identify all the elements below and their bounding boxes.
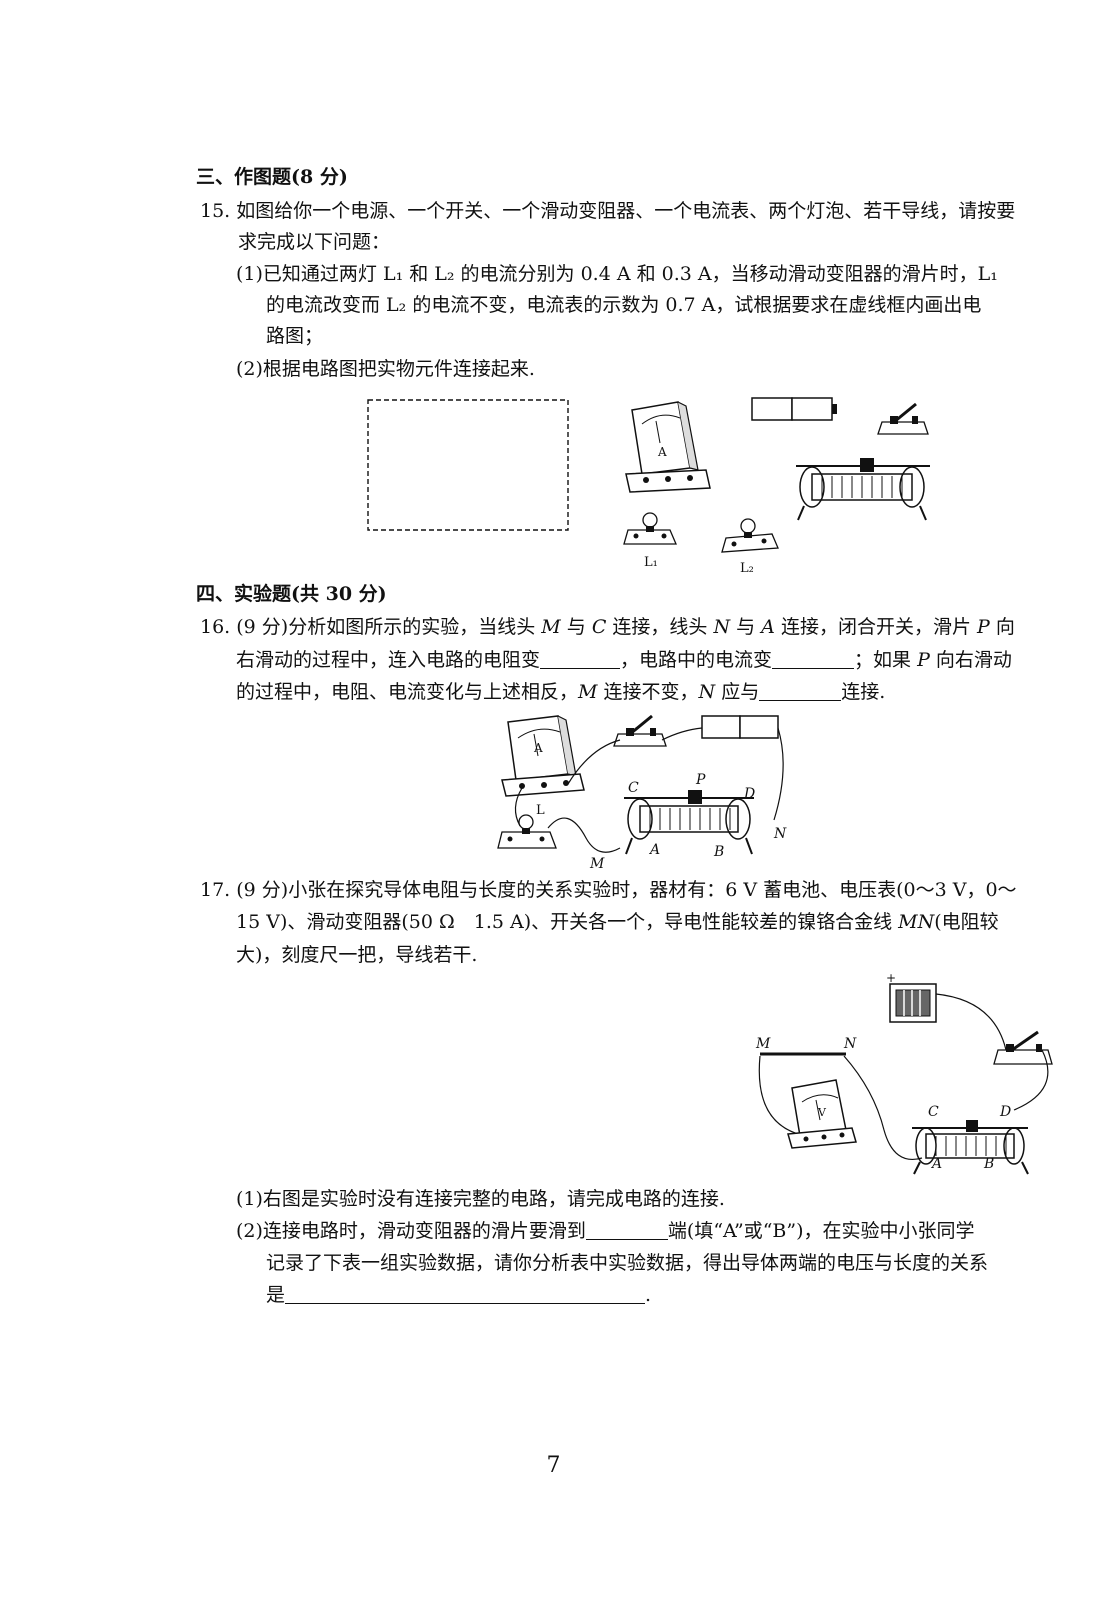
q16-text: 连接，闭合开关，滑片 bbox=[774, 616, 977, 638]
q16-text: 应与 bbox=[715, 681, 760, 703]
q16-figure: A L C P D N M A B bbox=[490, 708, 810, 874]
q16-label-B: B bbox=[713, 844, 724, 860]
q16-text: 与 bbox=[730, 616, 762, 638]
q15-lamp2-label: L₂ bbox=[740, 561, 754, 576]
switch-icon bbox=[613, 714, 667, 747]
q16-text: 16. (9 分)分析如图所示的实验，当线头 bbox=[200, 616, 542, 638]
q16-blank-resistance[interactable] bbox=[540, 650, 621, 669]
q16-text: 向右滑动 bbox=[929, 649, 1012, 671]
lamp-2-icon bbox=[721, 518, 779, 553]
q16-line-3: 的过程中，电阻、电流变化与上述相反，M 连接不变，N 应与 连接. bbox=[236, 680, 885, 704]
q16-text: ；如果 bbox=[854, 649, 918, 671]
q17-label-A: A bbox=[930, 1156, 942, 1172]
q16-label-A: A bbox=[648, 842, 660, 858]
q16-var-P: P bbox=[977, 616, 990, 638]
q17-part2-line-2: 记录了下表一组实验数据，请你分析表中实验数据，得出导体两端的电压与长度的关系 bbox=[266, 1252, 989, 1274]
q16-label-D: D bbox=[743, 786, 755, 802]
q17-text: 15 V)、滑动变阻器(50 Ω 1.5 A)、开关各一个，导电性能较差的镍铬合… bbox=[236, 911, 899, 933]
q16-var-M: M bbox=[541, 616, 561, 638]
storage-battery-icon bbox=[889, 983, 937, 1023]
q16-text: 与 bbox=[560, 616, 592, 638]
rheostat-icon bbox=[796, 458, 930, 521]
q15-part1-line-3: 路图； bbox=[266, 325, 324, 347]
q17-figure: + M N V C D A B bbox=[744, 970, 1074, 1180]
q17-text: (2)连接电路时，滑动变阻器的滑片要滑到 bbox=[236, 1220, 586, 1242]
q16-blank-current[interactable] bbox=[772, 650, 855, 669]
circuit-drawing-box[interactable] bbox=[367, 399, 569, 531]
ammeter-icon bbox=[501, 715, 585, 797]
q16-var-A: A bbox=[761, 616, 775, 638]
voltmeter-icon bbox=[787, 1079, 857, 1149]
q17-text: 是 bbox=[266, 1284, 286, 1306]
q17-label-C: C bbox=[928, 1104, 939, 1120]
q16-label-P: P bbox=[695, 772, 706, 788]
q15-ammeter-label: A bbox=[657, 445, 667, 459]
q16-lamp-label: L bbox=[536, 803, 545, 818]
q16-text: 右滑动的过程中，连入电路的电阻变 bbox=[236, 649, 541, 671]
ammeter-icon bbox=[625, 401, 711, 493]
switch-icon bbox=[993, 1030, 1053, 1065]
q15-lamp1-label: L₁ bbox=[644, 555, 658, 570]
q17-label-D: D bbox=[999, 1104, 1011, 1120]
q16-ammeter-label: A bbox=[533, 741, 543, 755]
q15-part1-line-1: (1)已知通过两灯 L₁ 和 L₂ 的电流分别为 0.4 A 和 0.3 A，当… bbox=[236, 263, 998, 285]
battery-icon bbox=[751, 397, 837, 421]
q17-label-M: M bbox=[755, 1036, 771, 1052]
q16-var-N: N bbox=[713, 616, 731, 638]
q15-line-2: 求完成以下问题： bbox=[238, 231, 391, 253]
q16-text: ，电路中的电流变 bbox=[620, 649, 773, 671]
rheostat-icon bbox=[912, 1120, 1029, 1175]
q16-line-2: 右滑动的过程中，连入电路的电阻变 ，电路中的电流变 ；如果 P 向右滑动 bbox=[236, 648, 1012, 672]
q17-label-B: B bbox=[983, 1156, 994, 1172]
q16-text: 的过程中，电阻、电流变化与上述相反， bbox=[236, 681, 579, 703]
q16-label-C: C bbox=[628, 780, 639, 796]
q17-blank-end[interactable] bbox=[585, 1221, 668, 1240]
q16-var-N: N bbox=[698, 681, 716, 703]
q16-var-C: C bbox=[591, 616, 607, 638]
q16-var-P: P bbox=[917, 649, 930, 671]
q17-part2-line-1: (2)连接电路时，滑动变阻器的滑片要滑到 端(填“A”或“B”)，在实验中小张同学 bbox=[236, 1219, 975, 1243]
q17-line-3: 大)，刻度尺一把，导线若干. bbox=[236, 944, 478, 966]
q15-line-1: 15. 如图给你一个电源、一个开关、一个滑动变阻器、一个电流表、两个灯泡、若干导… bbox=[200, 200, 1016, 222]
switch-icon bbox=[877, 402, 929, 435]
q16-label-N: N bbox=[773, 826, 787, 842]
q17-text: 端(填“A”或“B”)，在实验中小张同学 bbox=[667, 1220, 975, 1242]
q17-blank-relationship[interactable] bbox=[285, 1285, 646, 1304]
q17-label-N: N bbox=[843, 1036, 857, 1052]
q16-line-1: 16. (9 分)分析如图所示的实验，当线头 M 与 C 连接，线头 N 与 A… bbox=[200, 615, 1015, 639]
q16-var-M: M bbox=[578, 681, 598, 703]
lamp-icon bbox=[497, 814, 557, 849]
battery-icon bbox=[701, 715, 779, 739]
q17-plus-label: + bbox=[886, 971, 896, 985]
q17-var-MN: MN bbox=[898, 911, 935, 933]
section-4-title: 四、实验题(共 30 分) bbox=[196, 583, 387, 605]
q17-line-1: 17. (9 分)小张在探究导体电阻与长度的关系实验时，器材有：6 V 蓄电池、… bbox=[200, 879, 1017, 901]
q15-figure: A L₁ L₂ bbox=[360, 388, 960, 578]
q16-text: 连接不变， bbox=[597, 681, 699, 703]
q17-part2-line-3: 是. bbox=[266, 1283, 651, 1307]
q17-text: (电阻较 bbox=[934, 911, 999, 933]
q15-part1-line-2: 的电流改变而 L₂ 的电流不变，电流表的示数为 0.7 A，试根据要求在虚线框内… bbox=[266, 294, 982, 316]
q17-voltmeter-label: V bbox=[817, 1106, 827, 1119]
q17-text: . bbox=[645, 1284, 652, 1306]
q16-blank-terminal[interactable] bbox=[759, 682, 842, 701]
lamp-1-icon bbox=[623, 512, 677, 545]
q15-part2: (2)根据电路图把实物元件连接起来. bbox=[236, 358, 535, 380]
q16-text: 连接，线头 bbox=[606, 616, 714, 638]
q16-label-M: M bbox=[589, 856, 605, 872]
q17-line-2: 15 V)、滑动变阻器(50 Ω 1.5 A)、开关各一个，导电性能较差的镍铬合… bbox=[236, 910, 999, 934]
q17-part1: (1)右图是实验时没有连接完整的电路，请完成电路的连接. bbox=[236, 1188, 725, 1210]
page-number: 7 bbox=[546, 1453, 561, 1478]
q16-text: 向 bbox=[989, 616, 1015, 638]
q16-text: 连接. bbox=[841, 681, 886, 703]
section-3-title: 三、作图题(8 分) bbox=[196, 166, 348, 188]
rheostat-icon bbox=[624, 790, 754, 855]
